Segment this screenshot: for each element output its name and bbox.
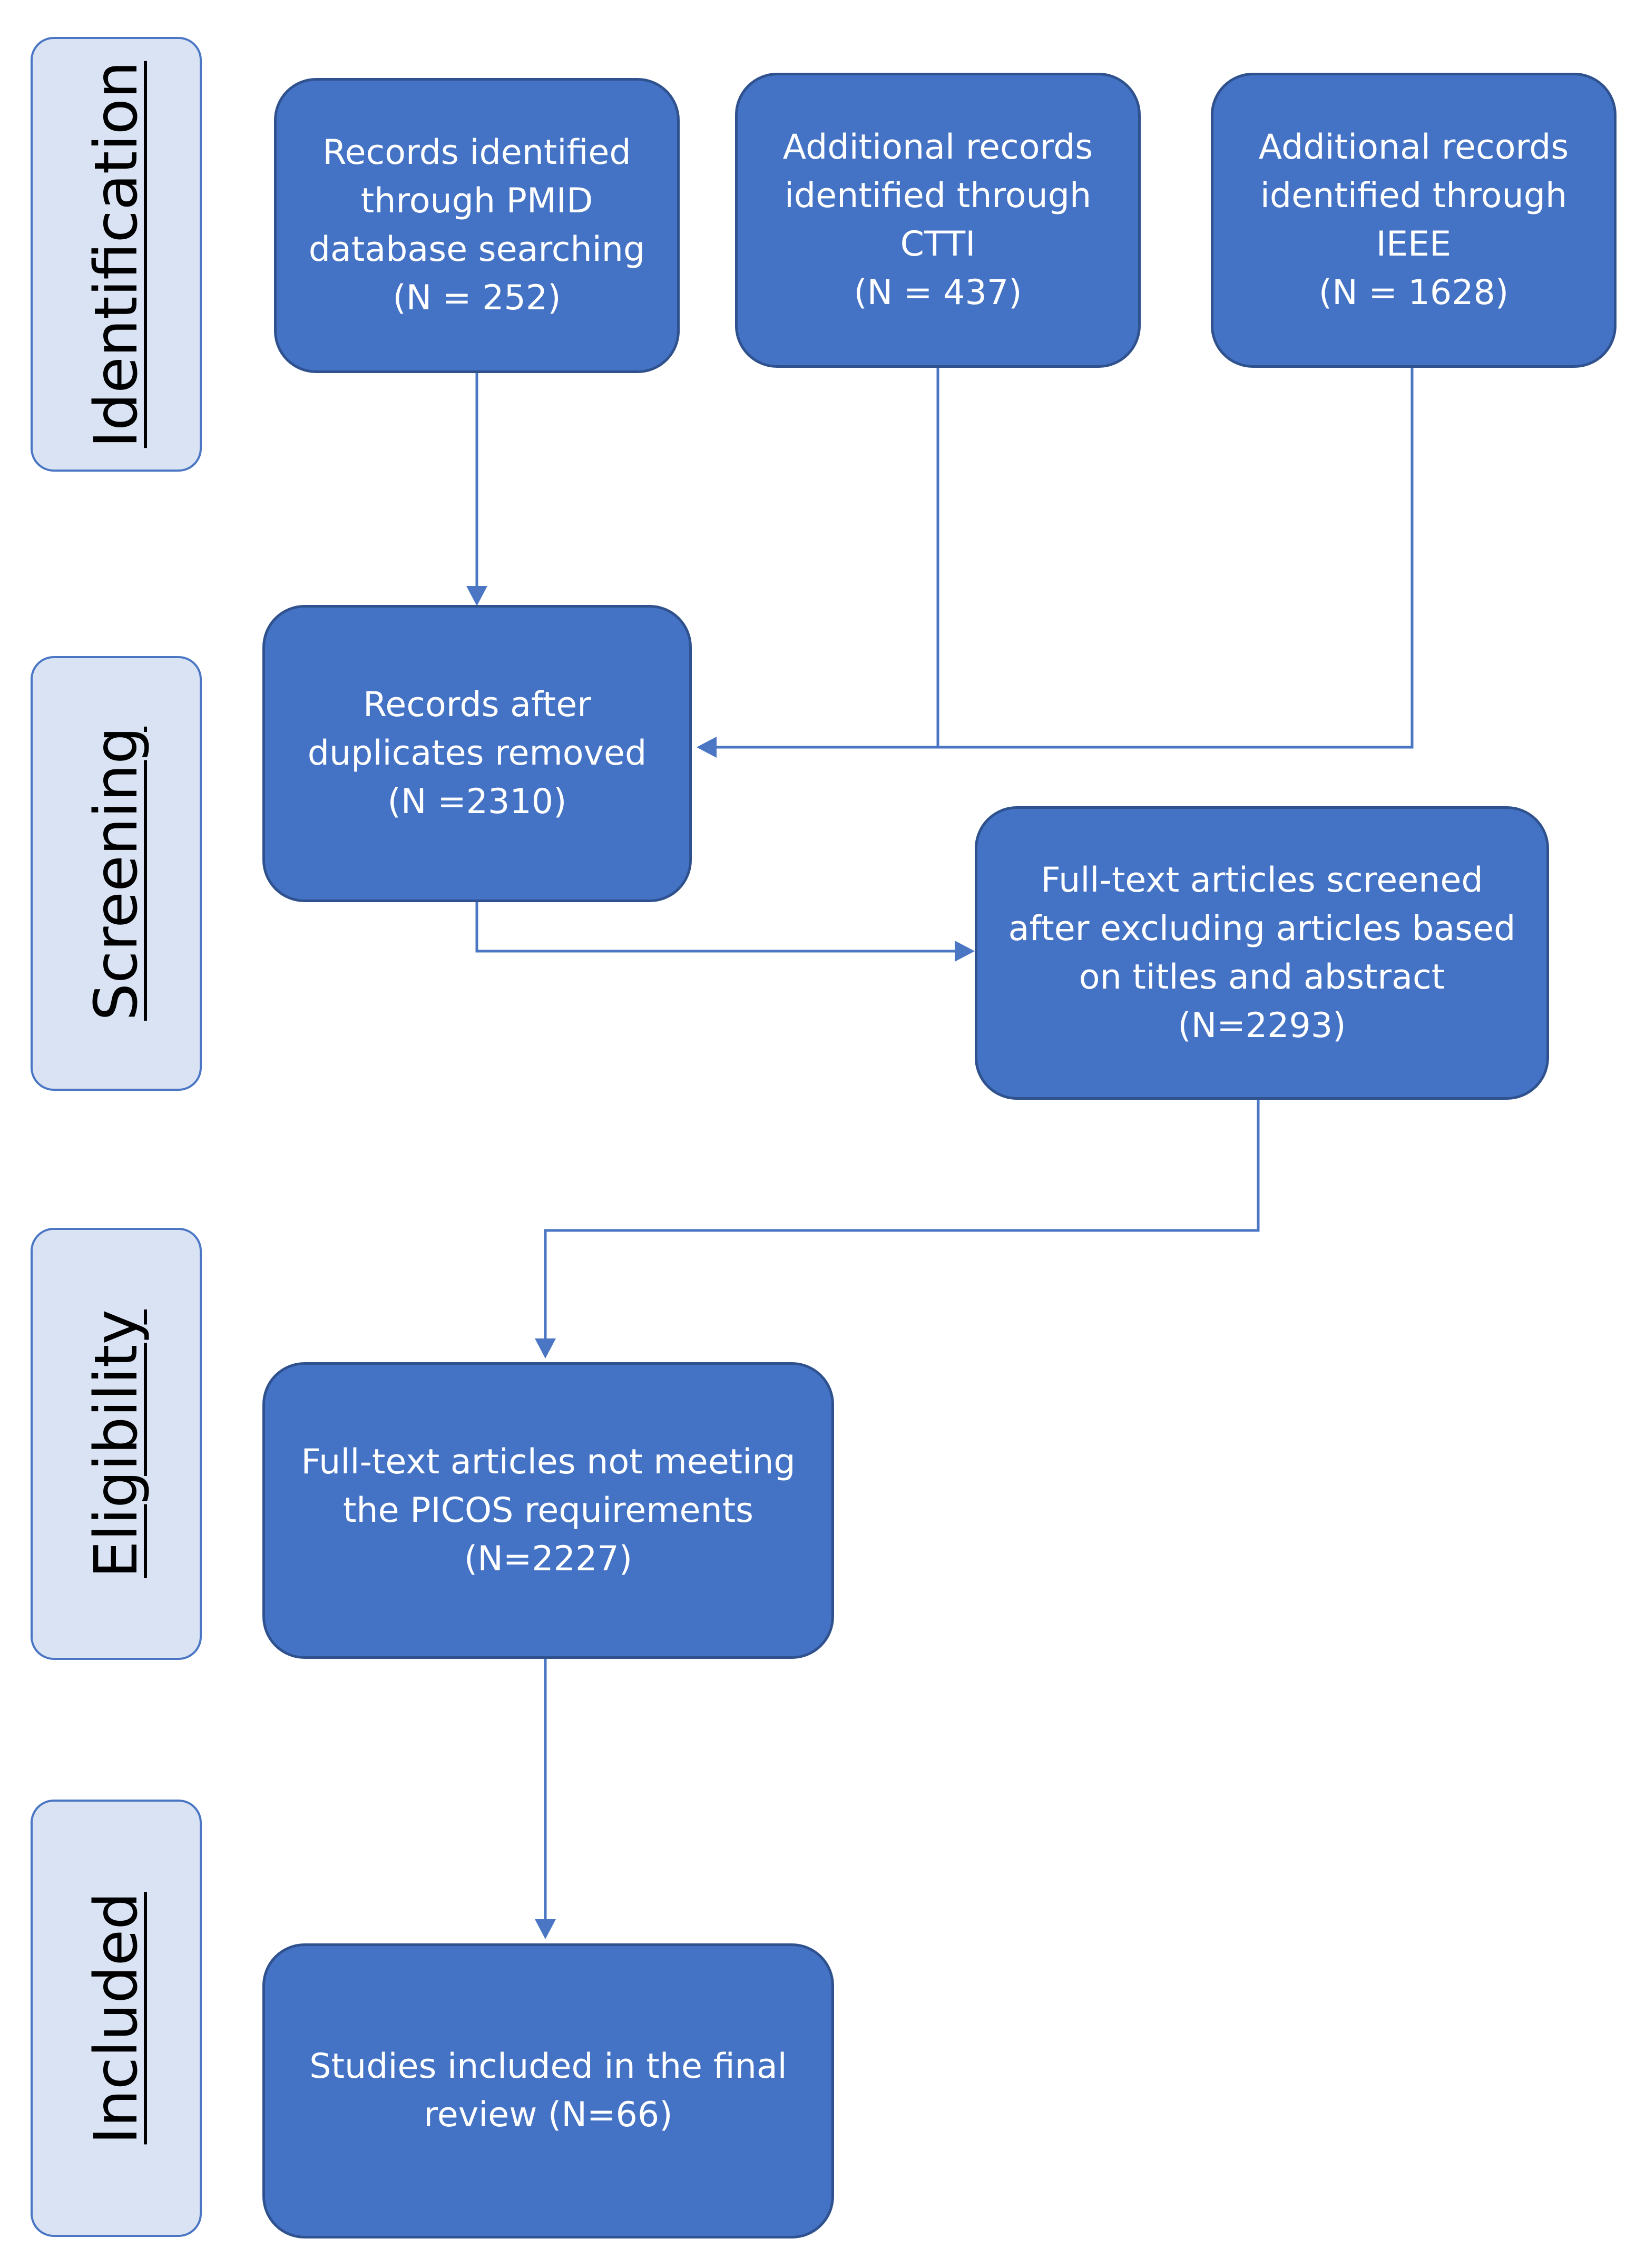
- box-line: after excluding articles based: [1008, 908, 1516, 949]
- box-ctti-records: Additional records identified through CT…: [735, 73, 1141, 368]
- box-line: (N = 1628): [1318, 273, 1509, 312]
- arrowhead-merge: [697, 737, 717, 758]
- box-line: identified through: [784, 176, 1092, 216]
- box-line: (N=2227): [464, 1539, 633, 1579]
- box-line: review (N=66): [424, 2095, 673, 2135]
- box-line: on titles and abstract: [1079, 957, 1445, 997]
- box-records-after-duplicates: Records after duplicates removed (N =231…: [262, 605, 692, 902]
- phase-included: Included: [31, 1800, 202, 2237]
- box-fulltext-not-meeting-picos: Full-text articles not meeting the PICOS…: [262, 1362, 834, 1659]
- box-line: (N = 437): [854, 273, 1022, 312]
- box-line: Records after: [363, 685, 591, 725]
- arrowhead-screened: [955, 941, 975, 962]
- box-fulltext-screened: Full-text articles screened after exclud…: [975, 806, 1549, 1100]
- box-line: identified through: [1260, 176, 1568, 216]
- phase-screening-label: Screening: [82, 726, 151, 1021]
- arrowhead-included: [535, 1919, 556, 1939]
- box-line: the PICOS requirements: [342, 1490, 754, 1530]
- arrow-duplicates-to-screened: [475, 902, 959, 953]
- phase-identification: Identification: [31, 37, 202, 472]
- arrowhead-pmid: [466, 586, 487, 606]
- box-line: (N =2310): [387, 782, 567, 822]
- box-line: Additional records: [782, 128, 1093, 167]
- arrow-screened-to-picos: [544, 1100, 1260, 1349]
- box-line: (N = 252): [393, 278, 561, 318]
- phase-eligibility: Eligibility: [31, 1228, 202, 1660]
- box-line: through PMID: [360, 181, 593, 221]
- box-line: Studies included in the final: [309, 2047, 787, 2086]
- box-line: Full-text articles not meeting: [301, 1442, 796, 1482]
- box-ieee-records: Additional records identified through IE…: [1211, 73, 1617, 368]
- box-line: Full-text articles screened: [1041, 860, 1483, 900]
- arrowhead-picos: [535, 1338, 556, 1358]
- box-line: Records identified: [322, 133, 631, 172]
- phase-identification-label: Identification: [82, 61, 151, 448]
- phase-screening: Screening: [31, 656, 202, 1091]
- phase-eligibility-label: Eligibility: [82, 1309, 151, 1578]
- phase-included-label: Included: [82, 1892, 151, 2145]
- box-line: IEEE: [1376, 224, 1452, 264]
- line-ieee: [938, 368, 1414, 749]
- box-line: CTTI: [900, 224, 976, 264]
- box-pmid-records: Records identified through PMID database…: [274, 78, 680, 373]
- box-studies-included: Studies included in the final review (N=…: [262, 1943, 834, 2238]
- box-line: duplicates removed: [307, 734, 647, 773]
- line-ctti: [709, 368, 939, 749]
- box-line: Additional records: [1258, 128, 1569, 167]
- box-line: database searching: [308, 230, 645, 269]
- box-line: (N=2293): [1178, 1005, 1346, 1045]
